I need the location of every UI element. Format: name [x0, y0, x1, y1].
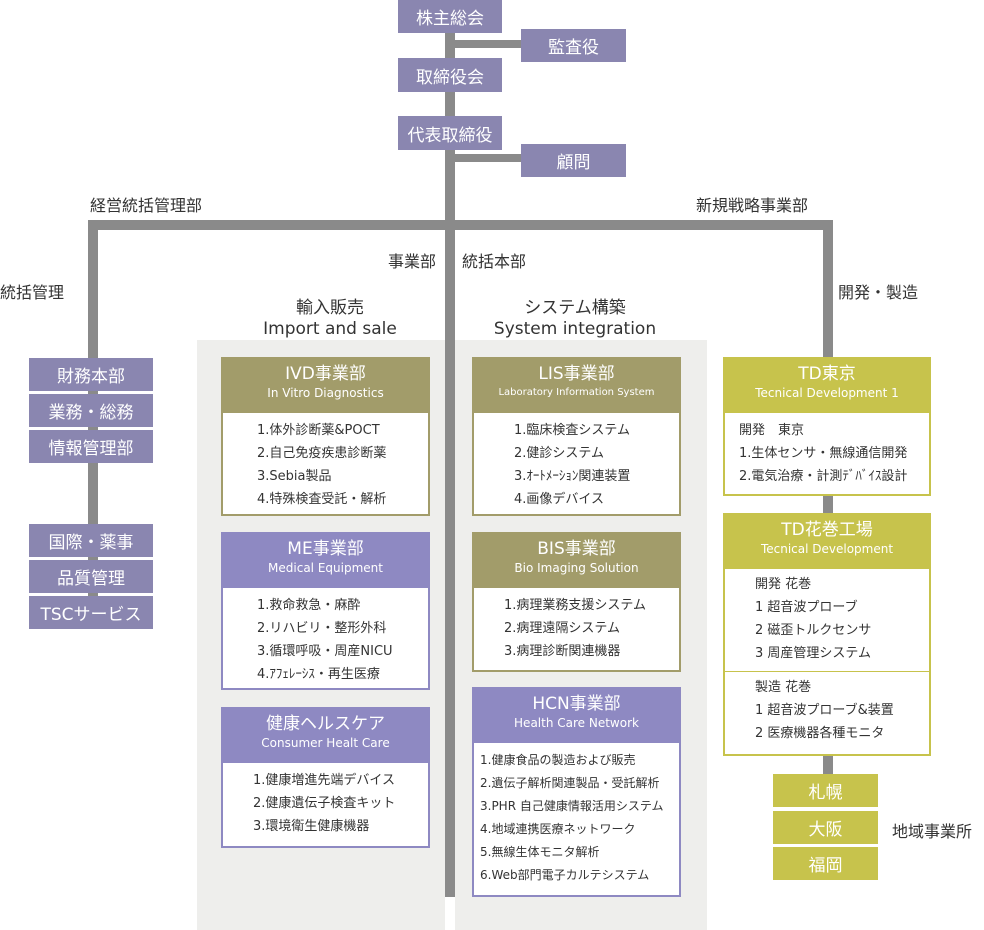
- main-trunk-line: [445, 0, 455, 897]
- list-item: 3 周産管理システム: [755, 646, 872, 661]
- list-item: 2 医療機器各種モニタ: [755, 726, 885, 741]
- card-title: BIS事業部: [537, 539, 616, 559]
- list-item: 2.健診システム: [514, 446, 605, 461]
- card-subtitle: Bio Imaging Solution: [514, 561, 639, 575]
- list-item: 2 磁歪トルクセンサ: [755, 623, 872, 638]
- card-subtitle: Consumer Healt Care: [261, 736, 390, 750]
- list-item: 2.遺伝子解析関連製品・受託解析: [480, 776, 660, 790]
- list-item: 3.循環呼吸・周産NICU: [257, 644, 393, 659]
- list-item: 3.病理診断関連機器: [504, 644, 621, 659]
- bis-division-card: BIS事業部 Bio Imaging Solution 1.病理業務支援システム…: [472, 532, 681, 672]
- unit-quality-control: 品質管理: [29, 560, 153, 593]
- list-item: 1.健康食品の製造および販売: [480, 753, 636, 767]
- office-fukuoka: 福岡: [773, 847, 878, 880]
- import-column-heading: 輸入販売 Import and sale: [240, 298, 420, 340]
- card-title: TD花巻工場: [781, 520, 873, 540]
- ivd-division-card: IVD事業部 In Vitro Diagnostics 1.体外診断薬&POCT…: [221, 357, 430, 516]
- list-item: 4.地域連携医療ネットワーク: [480, 822, 636, 836]
- me-division-card: ME事業部 Medical Equipment 1.救命救急・麻酔 2.リハビリ…: [221, 532, 430, 690]
- list-item: 6.Web部門電子カルテシステム: [480, 868, 650, 882]
- list-item: 2.リハビリ・整形外科: [257, 621, 387, 636]
- list-item: 製造 花巻: [755, 680, 812, 695]
- list-item: 1.健康増進先端デバイス: [253, 773, 396, 788]
- advisor-box: 顧問: [521, 144, 626, 177]
- unit-international-regulatory: 国際・薬事: [29, 524, 153, 557]
- regional-connector-line: [823, 755, 833, 775]
- list-item: 開発 東京: [739, 423, 805, 438]
- list-item: 2.電気治療・計測ﾃﾞﾊﾞｲｽ設計: [739, 469, 908, 484]
- ceo-box: 代表取締役: [398, 116, 502, 150]
- list-item: 1.体外診断薬&POCT: [257, 423, 380, 438]
- regional-offices-label: 地域事業所: [892, 822, 973, 841]
- list-item: 3.PHR 自己健康情報活用システム: [480, 799, 664, 813]
- card-title: LIS事業部: [538, 364, 615, 384]
- card-title: HCN事業部: [532, 694, 621, 714]
- unit-finance: 財務本部: [29, 358, 153, 391]
- office-osaka: 大阪: [773, 811, 878, 844]
- td-tokyo-card: TD東京 Tecnical Development 1 開発 東京 1.生体セン…: [723, 357, 931, 496]
- card-title: TD東京: [798, 364, 856, 384]
- center-label-tokatsu: 統括本部: [462, 252, 527, 271]
- list-item: 4.画像デバイス: [514, 492, 605, 507]
- td-hanamaki-card: TD花巻工場 Tecnical Development 開発 花巻 1 超音波プ…: [723, 513, 931, 756]
- system-heading-en: System integration: [493, 319, 657, 339]
- hcn-division-card: HCN事業部 Health Care Network 1.健康食品の製造および販…: [472, 687, 681, 897]
- section-divider: [725, 671, 929, 672]
- card-title: IVD事業部: [285, 364, 366, 384]
- right-sub-label: 開発・製造: [838, 283, 919, 302]
- shareholders-box: 株主総会: [398, 0, 502, 33]
- unit-general-affairs: 業務・総務: [29, 394, 153, 427]
- healthcare-division-card: 健康ヘルスケア Consumer Healt Care 1.健康増進先端デバイス…: [221, 707, 430, 848]
- list-item: 1 超音波プローブ&装置: [755, 703, 894, 718]
- card-subtitle: Laboratory Information System: [498, 387, 655, 398]
- system-heading-jp: システム構築: [524, 298, 626, 318]
- list-item: 開発 花巻: [755, 577, 812, 592]
- auditor-connector: [455, 40, 521, 48]
- list-item: 2.自己免疫疾患診断薬: [257, 446, 387, 461]
- left-sub-label: 統括管理: [0, 283, 65, 302]
- list-item: 1.救命救急・麻酔: [257, 598, 361, 613]
- office-sapporo: 札幌: [773, 774, 878, 807]
- card-subtitle: Medical Equipment: [268, 561, 383, 575]
- card-subtitle: Tecnical Development 1: [755, 386, 899, 400]
- list-item: 2.健康遺伝子検査キット: [253, 796, 396, 811]
- list-item: 1.生体センサ・無線通信開発: [739, 446, 908, 461]
- center-label-jigyobu: 事業部: [388, 252, 437, 271]
- td-connector-line: [823, 495, 833, 515]
- list-item: 3.環境衛生健康機器: [253, 819, 370, 834]
- list-item: 2.病理遠隔システム: [504, 621, 621, 636]
- board-box: 取締役会: [398, 58, 502, 92]
- import-heading-en: Import and sale: [263, 319, 397, 339]
- list-item: 4.特殊検査受託・解析: [257, 492, 387, 507]
- list-item: 3.Sebia製品: [257, 469, 332, 484]
- card-subtitle: In Vitro Diagnostics: [267, 386, 384, 400]
- advisor-connector: [455, 154, 521, 162]
- list-item: 5.無線生体モニタ解析: [480, 845, 600, 859]
- card-title: ME事業部: [287, 539, 364, 559]
- list-item: 1.臨床検査システム: [514, 423, 631, 438]
- branch-crossbar: [88, 220, 833, 230]
- right-branch-line: [823, 220, 833, 360]
- list-item: 4.ｱﾌｪﾚｰｼｽ・再生医療: [257, 667, 380, 682]
- unit-tsc-service: TSCサービス: [29, 596, 153, 629]
- list-item: 1.病理業務支援システム: [504, 598, 647, 613]
- right-branch-label: 新規戦略事業部: [696, 196, 809, 215]
- list-item: 1 超音波プローブ: [755, 600, 858, 615]
- left-branch-label: 経営統括管理部: [90, 196, 203, 215]
- import-heading-jp: 輸入販売: [296, 298, 364, 318]
- auditor-box: 監査役: [521, 29, 626, 62]
- system-column-heading: システム構築 System integration: [475, 298, 675, 340]
- card-title: 健康ヘルスケア: [266, 714, 385, 734]
- list-item: 3.ｵｰﾄﾒｰｼｮﾝ関連装置: [514, 469, 631, 484]
- card-subtitle: Tecnical Development: [760, 542, 894, 556]
- unit-info-management: 情報管理部: [29, 430, 153, 463]
- lis-division-card: LIS事業部 Laboratory Information System 1.臨…: [472, 357, 681, 516]
- card-subtitle: Health Care Network: [514, 716, 639, 730]
